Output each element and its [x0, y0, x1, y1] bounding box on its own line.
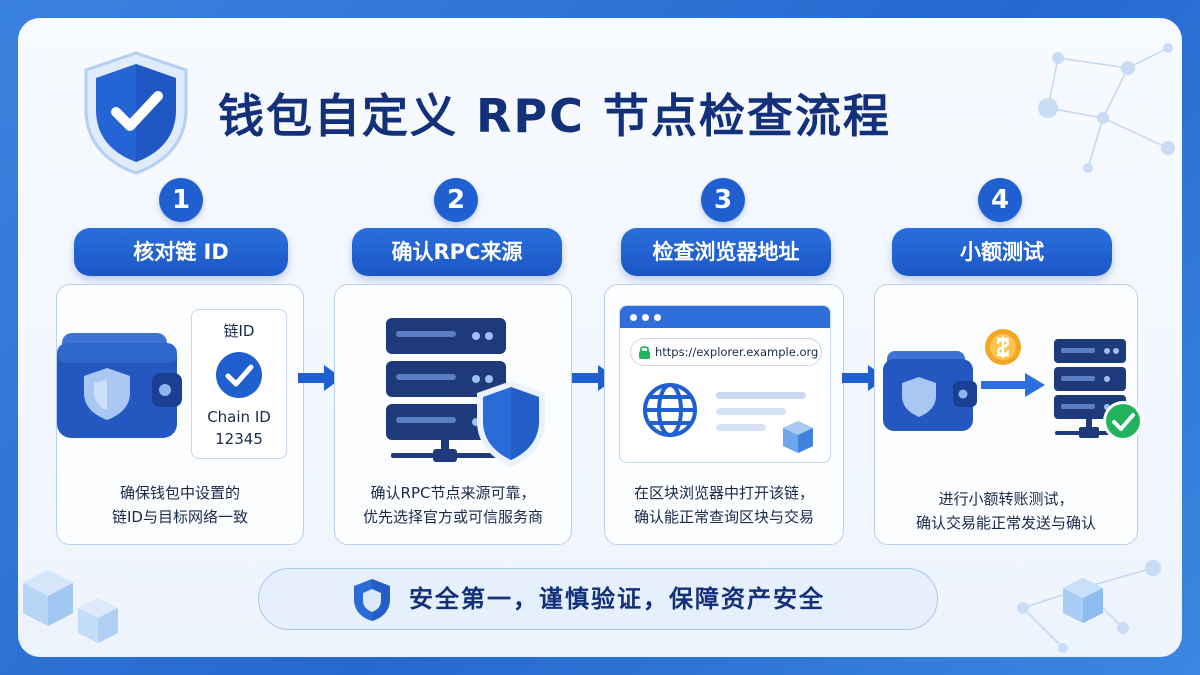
arrow-right-icon: [298, 365, 342, 391]
shield-icon: [477, 381, 545, 467]
window-dot: [642, 314, 649, 321]
coin-icon: [985, 329, 1021, 365]
step-1-number: 1: [159, 178, 203, 222]
browser-window: https://explorer.example.org: [619, 305, 831, 463]
step-3-number: 3: [701, 178, 745, 222]
window-dot: [654, 314, 661, 321]
infographic-card: 钱包自定义 RPC 节点检查流程 1 2 3 4 核对链 ID 确认RPC来源 …: [18, 18, 1182, 657]
shield-icon: [354, 579, 390, 621]
page-title: 钱包自定义 RPC 节点检查流程: [218, 89, 891, 143]
network-decoration-icon: [1038, 43, 1175, 173]
step-3-desc-line2: 确认能正常查询区块与交易: [633, 508, 814, 526]
step-1-desc-line1: 确保钱包中设置的: [119, 484, 240, 502]
chain-id-label: 链ID: [223, 322, 255, 340]
arrow-right-icon: [981, 373, 1045, 397]
step-2-description: 确认RPC节点来源可靠， 优先选择官方或可信服务商: [335, 481, 571, 529]
step-2-desc-line2: 优先选择官方或可信服务商: [362, 508, 543, 526]
step-1-desc-line2: 链ID与目标网络一致: [112, 508, 248, 526]
window-dot: [630, 314, 637, 321]
check-icon: [216, 352, 262, 398]
step-4-desc-line1: 进行小额转账测试，: [938, 490, 1074, 508]
step-2-desc-line1: 确认RPC节点来源可靠，: [370, 484, 536, 502]
content-line: [716, 424, 766, 431]
step-2-number: 2: [434, 178, 478, 222]
lock-icon: [639, 346, 650, 359]
wallet-icon: [883, 351, 977, 431]
wallet-icon: [57, 333, 182, 438]
step-4-title: 小额测试: [892, 228, 1112, 276]
content-line: [716, 408, 786, 415]
step-3-title: 检查浏览器地址: [621, 228, 831, 276]
chain-id-card: 链ID Chain ID 12345: [191, 309, 287, 459]
step-3-panel: https://explorer.example.org 在区块浏览器中打开该: [604, 284, 844, 545]
chain-id-value: 12345: [215, 430, 263, 448]
url-text: https://explorer.example.org: [655, 345, 819, 359]
network-decoration-icon: [1017, 560, 1161, 653]
browser-title-bar: [620, 306, 830, 328]
globe-icon: [643, 383, 697, 437]
chain-id-name: Chain ID: [207, 408, 271, 426]
step-4-panel: 进行小额转账测试， 确认交易能正常发送与确认: [874, 284, 1143, 545]
step-3-description: 在区块浏览器中打开该链， 确认能正常查询区块与交易: [605, 481, 843, 529]
server-icon: [386, 318, 506, 462]
step-4-number: 4: [978, 178, 1022, 222]
cube-decoration-icon: [23, 570, 118, 643]
step-2-title: 确认RPC来源: [352, 228, 562, 276]
step-1-panel: 链ID Chain ID 12345 确保钱包中设置的 链ID与目标网络一致: [56, 284, 304, 545]
step-4-description: 进行小额转账测试， 确认交易能正常发送与确认: [875, 487, 1137, 535]
step-1-title: 核对链 ID: [74, 228, 288, 276]
footer-banner: 安全第一，谨慎验证，保障资产安全: [258, 568, 938, 630]
url-bar: https://explorer.example.org: [630, 338, 822, 366]
footer-text: 安全第一，谨慎验证，保障资产安全: [409, 585, 825, 613]
step-3-desc-line1: 在区块浏览器中打开该链，: [633, 484, 814, 502]
step-1-description: 确保钱包中设置的 链ID与目标网络一致: [57, 481, 303, 529]
content-line: [716, 392, 806, 399]
shield-check-icon: [84, 51, 188, 175]
step-2-panel: 确认RPC节点来源可靠， 优先选择官方或可信服务商: [334, 284, 572, 545]
step-4-desc-line2: 确认交易能正常发送与确认: [915, 514, 1096, 532]
check-icon: [1103, 401, 1143, 441]
cube-icon: [783, 421, 813, 453]
